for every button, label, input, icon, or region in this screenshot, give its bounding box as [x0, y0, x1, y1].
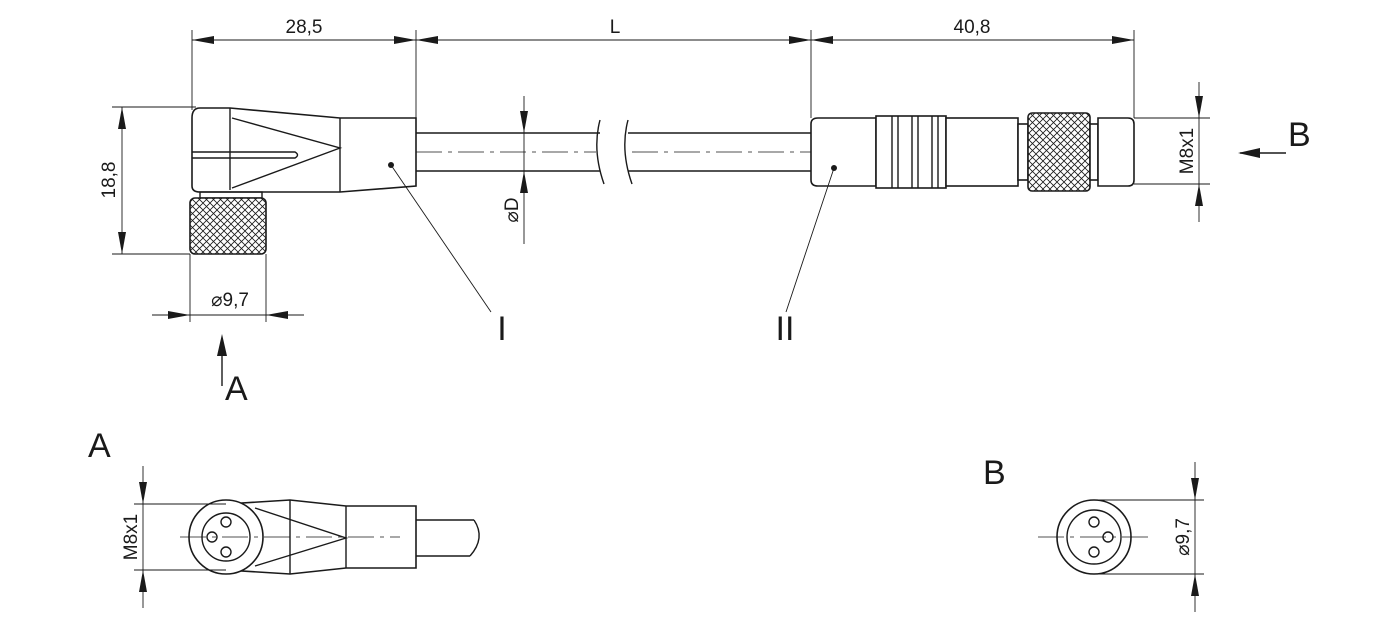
nut-diameter-dimension: ⌀9,7: [152, 254, 304, 322]
label-part-two: II: [776, 310, 795, 348]
view-b-arrow: B: [1238, 116, 1311, 158]
title-view-b: B: [983, 454, 1006, 492]
dimension-height-angled: 18,8: [99, 162, 120, 199]
dimension-thread-a: M8x1: [121, 514, 142, 560]
knurled-nut-straight: [1027, 112, 1091, 192]
label-part-one: I: [497, 310, 506, 348]
view-a: A M8x1: [88, 427, 480, 608]
dimension-length-straight: 40,8: [954, 17, 991, 38]
dimension-length-cable: L: [610, 17, 621, 38]
cable: [416, 119, 811, 185]
part-callouts: I II: [390, 164, 835, 348]
title-view-a: A: [88, 427, 111, 465]
dimension-cable-diameter: ⌀D: [502, 197, 523, 222]
angled-connector: [189, 107, 417, 255]
label-view-b-arrow: B: [1288, 116, 1311, 154]
main-side-view: 28,5 L 40,8 18,8: [99, 17, 1311, 408]
height-dimension: 18,8: [99, 106, 196, 255]
cable-diameter-dimension: ⌀D: [502, 96, 528, 244]
dimension-diameter-nut-a: ⌀9,7: [211, 290, 249, 311]
dimension-diameter-face-b: ⌀9,7: [1173, 518, 1194, 556]
view-a-arrow: A: [217, 334, 248, 408]
view-b: B ⌀9,7: [983, 454, 1204, 612]
thread-dimension-b: M8x1: [1134, 82, 1210, 222]
top-dimension-chain: 28,5 L 40,8: [191, 17, 1135, 118]
label-view-a-arrow: A: [225, 370, 248, 408]
dimension-thread-b: M8x1: [1177, 128, 1198, 174]
dimension-length-angled: 28,5: [286, 17, 323, 38]
straight-connector: [810, 112, 1135, 192]
knurled-nut-angled: [189, 197, 267, 255]
